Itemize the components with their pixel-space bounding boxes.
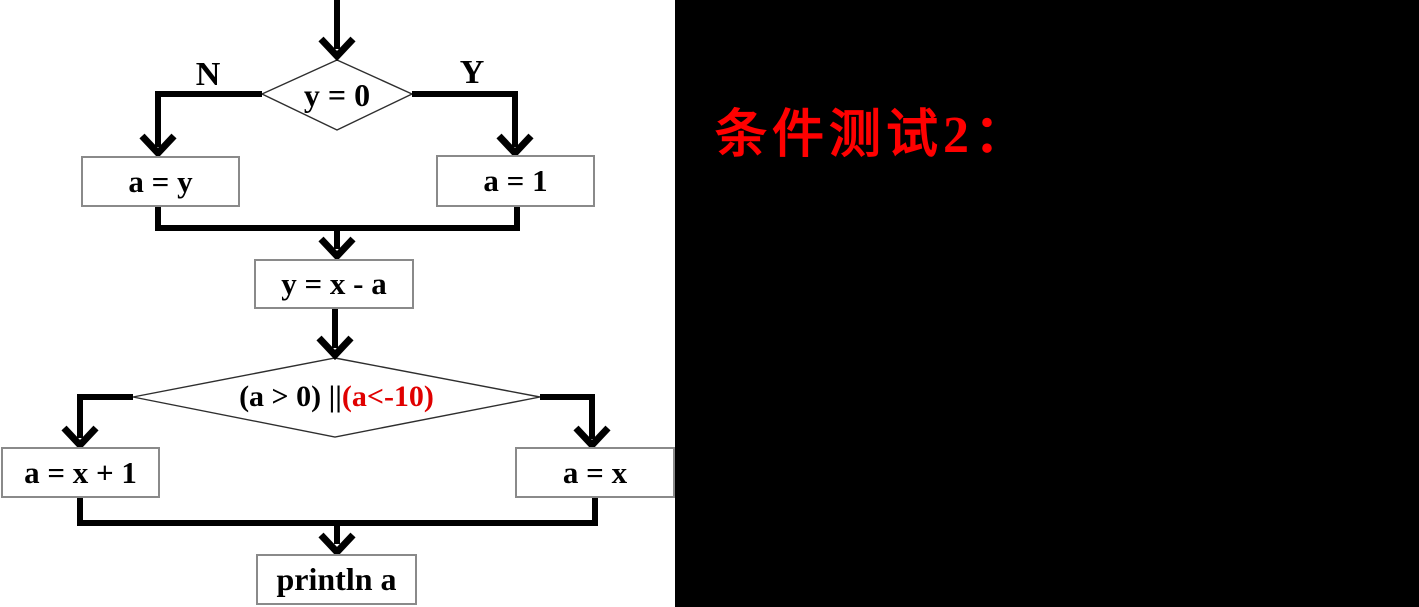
arrowhead-into-a-x — [573, 425, 611, 451]
output-box-println: println a — [256, 554, 417, 605]
no-branch-label: N — [195, 56, 221, 93]
flowchart-connectors — [61, 0, 611, 558]
arrowhead-into-decision2 — [316, 335, 354, 361]
flowchart-panel: y = 0 (a > 0) || (a<-10) N Y a = y a = 1… — [0, 0, 675, 607]
arrowhead-into-println — [318, 532, 356, 558]
arrowhead-into-a-y — [139, 133, 177, 159]
title-panel: 条件测试2： — [675, 0, 1419, 607]
yes-branch-line — [412, 91, 518, 147]
arrowhead-into-a-x-1 — [61, 425, 99, 451]
process-box-a-y: a = y — [81, 156, 240, 207]
process-box-y-x-a: y = x - a — [254, 259, 414, 309]
arrowheads — [61, 36, 611, 558]
merge1-line — [155, 207, 520, 231]
process-box-a-x-1: a = x + 1 — [1, 447, 160, 498]
arrowhead-into-y-x-a — [318, 236, 356, 262]
decision1-diamond — [260, 59, 414, 131]
slide-title: 条件测试2： — [715, 107, 1032, 164]
yes-branch-label: Y — [459, 54, 485, 91]
arrowhead-into-decision1 — [318, 36, 356, 62]
decision2-right-line — [540, 394, 595, 439]
merge2-line — [77, 497, 598, 526]
no-branch-line — [155, 91, 262, 147]
decision-diamond-shapes — [132, 59, 541, 438]
connector-lines — [77, 0, 598, 544]
process-box-a-x: a = x — [515, 447, 675, 498]
decision2-left-line — [77, 394, 133, 438]
process-box-a-1: a = 1 — [436, 155, 595, 207]
decision2-diamond — [132, 357, 541, 438]
arrowhead-into-a-1 — [496, 133, 534, 159]
